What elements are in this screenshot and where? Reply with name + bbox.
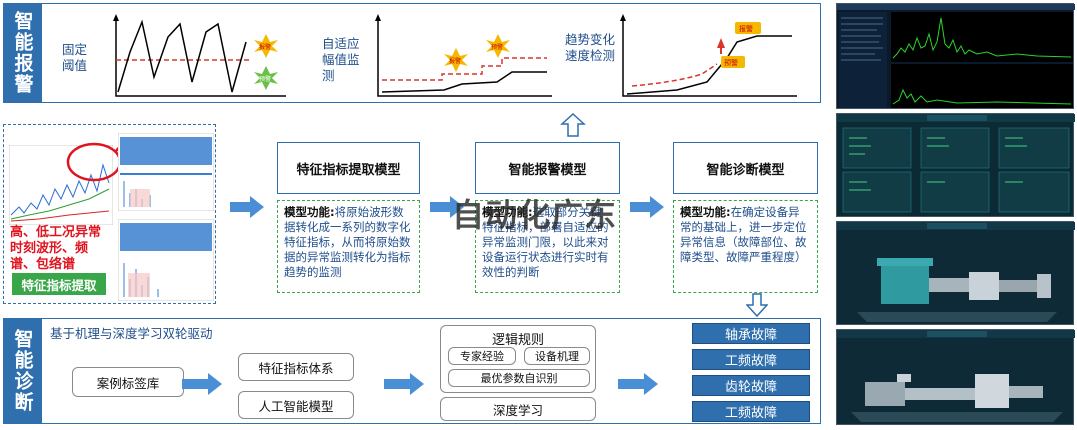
arrow-feature-to-logic [384, 373, 424, 395]
adaptive-amplitude-chart: 报警 预警 [375, 14, 552, 97]
alarm-panel: 固定阈值 报警 预警 自适应幅值监测 报警 预警 趋势变化速度检测 报警 预警 [41, 3, 821, 103]
arrow-case-to-feature [182, 373, 222, 395]
diagnosis-section-label: 智能诊断 [3, 318, 41, 424]
alarm-star-2 [444, 48, 468, 72]
fixed-threshold-chart: 报警 预警 [113, 14, 286, 97]
model-3-title: 智能诊断模型 [673, 142, 818, 194]
trend-speed-chart: 报警 预警 [620, 14, 797, 97]
watermark: 自动化广东 [452, 196, 618, 234]
extract-button[interactable]: 特征指标提取 [12, 273, 106, 295]
model-1-func-label: 模型功能: [284, 205, 335, 219]
model-2-title: 智能报警模型 [475, 142, 620, 194]
model-1-desc: 模型功能:将原始波形数据转化成一系列的数字化特征指标，从而将原始数据的异常监测转… [277, 200, 420, 293]
alarm-marker-2: 报警 [449, 57, 461, 65]
arrow-logic-to-faults [618, 373, 658, 395]
method-adaptive-amplitude: 自适应幅值监测 [322, 36, 360, 83]
alarm-section-label: 智能报警 [3, 3, 41, 103]
model-2-func-label: 模型功能: [482, 205, 533, 219]
method-trend-speed: 趋势变化速度检测 [565, 32, 616, 63]
model-3-func-label: 模型功能: [680, 205, 731, 219]
warn-star-2 [486, 34, 510, 58]
optimal-box: 最优参数自识别 [448, 369, 590, 387]
fault-gear: 齿轮故障 [692, 375, 810, 396]
feature-system-box: 特征指标体系 [238, 353, 354, 381]
alarm-marker-3: 报警 [739, 24, 753, 33]
spectrum-plot-1 [118, 133, 214, 211]
screenshot-3d-machine-2 [836, 329, 1075, 425]
diagnosis-panel: 基于机理与深度学习双轮驱动 案例标签库 特征指标体系 人工智能模型 逻辑规则 专… [41, 318, 821, 424]
feature-extract-panel: 高、低工况异常时刻波形、频谱、包络谱 特征指标提取 [3, 124, 216, 304]
waveform-plot [9, 145, 113, 225]
diagnosis-subtitle: 基于机理与深度学习双轮驱动 [50, 326, 213, 341]
mechanism-box: 设备机理 [524, 347, 590, 365]
arrow-to-model-1 [230, 196, 264, 218]
fault-bearing: 轴承故障 [692, 323, 810, 344]
model-3-desc: 模型功能:在确定设备异常的基础上，进一步定位异常信息（故障部位、故障类型、故障严… [673, 200, 818, 293]
alarm-star-1 [254, 34, 278, 58]
arrow-to-model-3 [630, 196, 664, 218]
warn-star-1 [254, 66, 278, 90]
alarm-marker-1: 报警 [259, 43, 271, 51]
method-fixed-threshold: 固定阈值 [62, 42, 88, 73]
down-arrow [746, 293, 768, 317]
conditions-text: 高、低工况异常时刻波形、频谱、包络谱 [10, 225, 102, 272]
ai-model-box: 人工智能模型 [238, 391, 354, 419]
up-arrow [560, 112, 586, 137]
highlight-circle [66, 142, 124, 182]
model-2-desc: 模型功能:选取部分关键特征指标，部署自适应的异常监测门限，以此来对设备运行状态进… [475, 200, 620, 293]
model-1-title: 特征指标提取模型 [277, 142, 420, 194]
logic-rules-title: 逻辑规则 [491, 333, 544, 348]
spectrum-plot-2 [118, 219, 214, 301]
expert-box: 专家经验 [448, 347, 516, 365]
screenshot-3d-machine-1 [836, 221, 1075, 325]
model-2-func-text: 选取部分关键特征指标，部署自适应的异常监测门限，以此来对设备运行状态进行实时有效… [482, 205, 609, 279]
deep-learning-box: 深度学习 [440, 397, 596, 421]
fault-power-freq-1: 工频故障 [692, 349, 810, 370]
screenshot-spectrum-software [836, 3, 1075, 109]
case-library-box: 案例标签库 [72, 367, 184, 397]
warn-marker-1: 预警 [259, 75, 271, 83]
fault-power-freq-2: 工频故障 [692, 401, 810, 422]
warn-marker-3: 预警 [724, 58, 738, 67]
screenshot-dashboard [836, 113, 1075, 217]
model-1-func-text: 将原始波形数据转化成一系列的数字化特征指标，从而将原始数据的异常监测转化为指标趋… [284, 205, 411, 279]
arrow-to-model-2 [430, 196, 464, 218]
model-3-func-text: 在确定设备异常的基础上，进一步定位异常信息（故障部位、故障类型、故障严重程度） [680, 205, 807, 264]
warn-marker-2: 预警 [491, 43, 503, 51]
